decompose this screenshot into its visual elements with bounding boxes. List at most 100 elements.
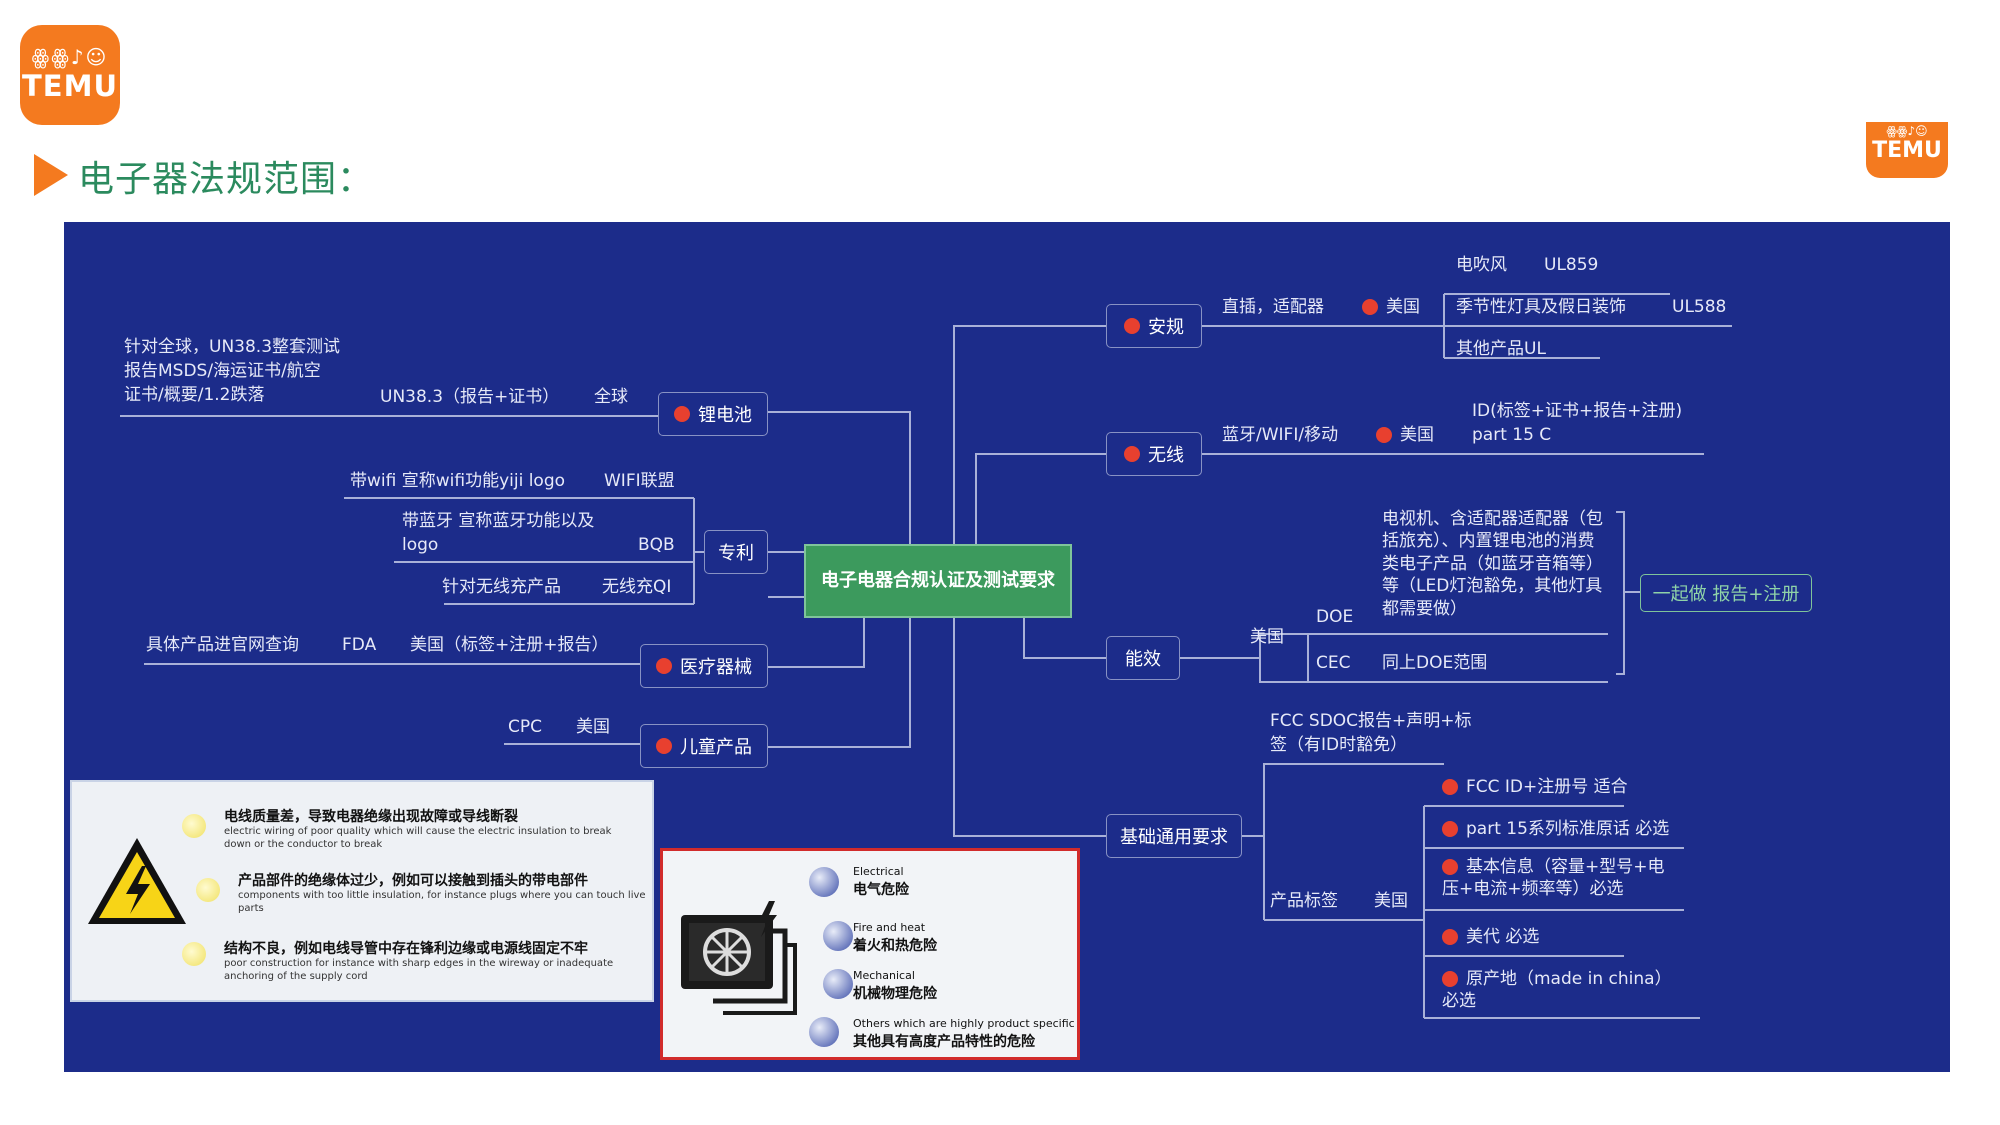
battery-note-line2: 报告MSDS/海运证书/航空 (124, 361, 321, 381)
node-basic: 基础通用要求 (1106, 814, 1242, 858)
risk-cn: 着火和热危险 (853, 938, 937, 954)
safety-region-label: 美国 (1386, 297, 1420, 317)
hazard-cn: 结构不良，例如电线导管中存在锋利边缘或电源线固定不牢 (224, 941, 588, 957)
bullet-icon (674, 406, 690, 422)
bullet-icon (1442, 779, 1458, 795)
node-energy: 能效 (1106, 636, 1180, 680)
patent-bt-line1: 带蓝牙 宣称蓝牙功能以及 (402, 511, 595, 531)
sphere-icon (823, 969, 853, 999)
bullet-icon (656, 658, 672, 674)
basic-item: FCC ID+注册号 适合 (1442, 776, 1628, 798)
battery-region: 全球 (594, 387, 628, 407)
basic-item-text: part 15系列标准原话 必选 (1466, 819, 1670, 839)
logo-corner-glyphs: ꙮꙮ♪☺ (1886, 124, 1928, 138)
node-energy-label: 能效 (1125, 649, 1161, 670)
energy-doe-desc: 电视机、含适配器适配器（包括旅充）、内置锂电池的消费类电子产品（如蓝牙音箱等）等… (1382, 509, 1603, 619)
node-medical: 医疗器械 (640, 644, 768, 688)
temu-logo-corner: ꙮꙮ♪☺ TEMU (1866, 122, 1948, 178)
basic-region: 美国 (1374, 891, 1408, 911)
wireless-region-label: 美国 (1400, 425, 1434, 445)
energy-cec-desc: 同上DOE范围 (1382, 653, 1488, 673)
basic-item-text: 美代 必选 (1466, 927, 1540, 947)
patent-qi-org: 无线充QI (602, 577, 672, 597)
bullet-icon (656, 738, 672, 754)
wireless-req-line2: part 15 C (1472, 425, 1552, 445)
safety-scope: 直插，适配器 (1222, 297, 1324, 317)
safety-item-name: 电吹风 (1456, 255, 1507, 275)
basic-label-group: 产品标签 (1270, 891, 1338, 911)
risk-en: Fire and heat (853, 921, 926, 934)
hazard-cn: 产品部件的绝缘体过少，例如可以接触到插头的带电部件 (238, 873, 588, 889)
medical-agency: FDA (342, 635, 377, 655)
center-node: 电子电器合规认证及测试要求 (804, 544, 1072, 618)
temu-logo: ꙮꙮ♪☺ TEMU (20, 25, 120, 125)
patent-bt-org: BQB (638, 535, 675, 555)
safety-item-std: UL859 (1544, 255, 1599, 275)
logo-corner-wordmark: TEMU (1872, 138, 1942, 163)
basic-sdoc-line1: FCC SDOC报告+声明+标 (1270, 711, 1472, 731)
basic-item: 基本信息（容量+型号+电压+电流+频率等）必选 (1442, 856, 1672, 900)
mindmap-board: 电子电器合规认证及测试要求 针对全球，UN38.3整套测试 报告MSDS/海运证… (64, 222, 1950, 1072)
basic-sdoc-line2: 签（有ID时豁免） (1270, 735, 1408, 755)
sphere-icon (809, 1017, 839, 1047)
hazard-cn: 电线质量差，导致电器绝缘出现故障或导线断裂 (224, 809, 518, 825)
basic-item-text: 原产地（made in china）必选 (1442, 969, 1672, 1012)
bulb-icon (182, 814, 206, 838)
energy-cec: CEC (1316, 653, 1351, 673)
medical-req: 美国（标签+注册+报告） (410, 635, 609, 655)
basic-item: part 15系列标准原话 必选 (1442, 818, 1669, 840)
battery-note-line3: 证书/概要/1.2跌落 (124, 385, 265, 405)
title-arrow-icon (34, 154, 68, 196)
bullet-icon (1442, 821, 1458, 837)
risk-en: Others which are highly product specific (853, 1017, 1075, 1030)
basic-item: 美代 必选 (1442, 926, 1539, 948)
wireless-req-line1: ID(标签+证书+报告+注册) (1472, 401, 1683, 421)
connector-lines (120, 293, 1732, 1019)
patent-bt-line2: logo (402, 535, 439, 555)
patent-qi-item: 针对无线充产品 (442, 577, 561, 597)
node-patent-label: 专利 (718, 543, 754, 564)
hazard-en: electric wiring of poor quality which wi… (224, 826, 612, 850)
warning-electric-icon (88, 838, 186, 924)
kids-region: 美国 (576, 717, 610, 737)
node-medical-label: 医疗器械 (680, 657, 752, 678)
battery-note-line1: 针对全球，UN38.3整套测试 (124, 337, 341, 357)
patent-wifi-item: 带wifi 宣称wifi功能yiji logo (350, 471, 566, 491)
risk-en: Mechanical (853, 969, 915, 982)
wireless-region: 美国 (1376, 424, 1434, 446)
risk-cn: 其他具有高度产品特性的危险 (853, 1034, 1035, 1050)
bullet-icon (1362, 299, 1378, 315)
appliance-fan-icon (681, 901, 797, 1015)
risk-cn: 电气危险 (853, 882, 909, 898)
bullet-icon (1442, 859, 1458, 875)
node-wireless-label: 无线 (1148, 445, 1184, 466)
energy-doe: DOE (1316, 607, 1354, 627)
node-safety-label: 安规 (1148, 317, 1184, 338)
wireless-scope: 蓝牙/WIFI/移动 (1222, 425, 1339, 445)
bullet-icon (1124, 446, 1140, 462)
medical-item: 具体产品进官网查询 (146, 635, 299, 655)
risk-cn: 机械物理危险 (853, 986, 937, 1002)
bulb-icon (196, 878, 220, 902)
energy-together-box: 一起做 报告+注册 (1640, 574, 1812, 612)
patent-wifi-org: WIFI联盟 (604, 471, 675, 491)
kids-cert: CPC (508, 717, 542, 737)
hazard-en: poor construction for instance with shar… (224, 958, 614, 982)
node-battery-label: 锂电池 (698, 405, 752, 426)
basic-item-text: 基本信息（容量+型号+电压+电流+频率等）必选 (1442, 857, 1665, 900)
logo-wordmark: TEMU (22, 69, 118, 103)
bulb-icon (182, 942, 206, 966)
hazard-en: components with too little insulation, f… (238, 890, 646, 914)
page-title: 电子器法规范围： (78, 159, 375, 200)
logo-glyphs: ꙮꙮ♪☺ (31, 45, 109, 69)
basic-item-text: FCC ID+注册号 适合 (1466, 777, 1628, 797)
safety-item-name: 其他产品UL (1456, 339, 1546, 359)
battery-standard: UN38.3（报告+证书） (380, 387, 560, 407)
bullet-icon (1124, 318, 1140, 334)
node-patent: 专利 (704, 530, 768, 574)
node-wireless: 无线 (1106, 432, 1202, 476)
node-kids-label: 儿童产品 (680, 737, 752, 758)
hazard-panel: 电线质量差，导致电器绝缘出现故障或导线断裂 electric wiring of… (70, 780, 654, 1002)
safety-region: 美国 (1362, 296, 1420, 318)
bullet-icon (1442, 929, 1458, 945)
